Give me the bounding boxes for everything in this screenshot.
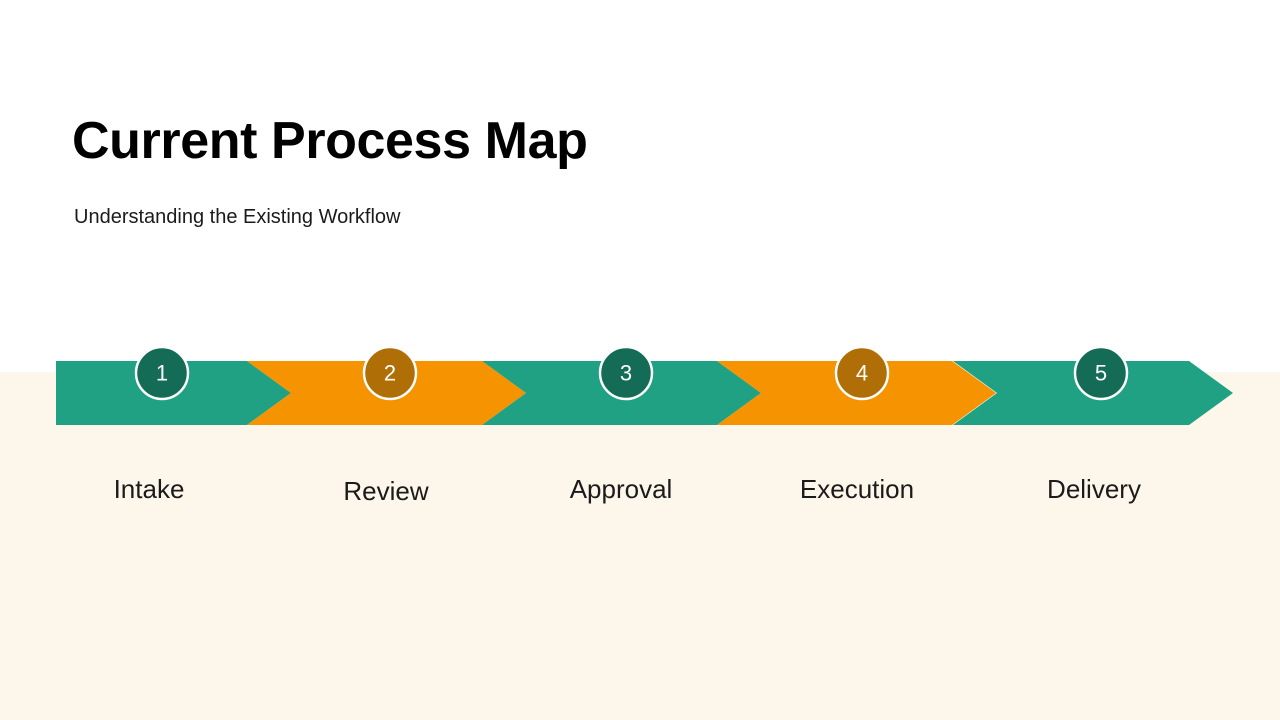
step-label-approval: Approval [569, 474, 673, 504]
background-cream-band [0, 372, 1280, 720]
step-label-execution: Execution [799, 474, 915, 504]
page-title: Current Process Map [72, 112, 588, 170]
step-label-delivery: Delivery [1047, 474, 1141, 504]
page-subtitle: Understanding the Existing Workflow [74, 206, 401, 228]
step-label-intake: Intake [113, 474, 185, 504]
step-label-review: Review [343, 476, 429, 506]
